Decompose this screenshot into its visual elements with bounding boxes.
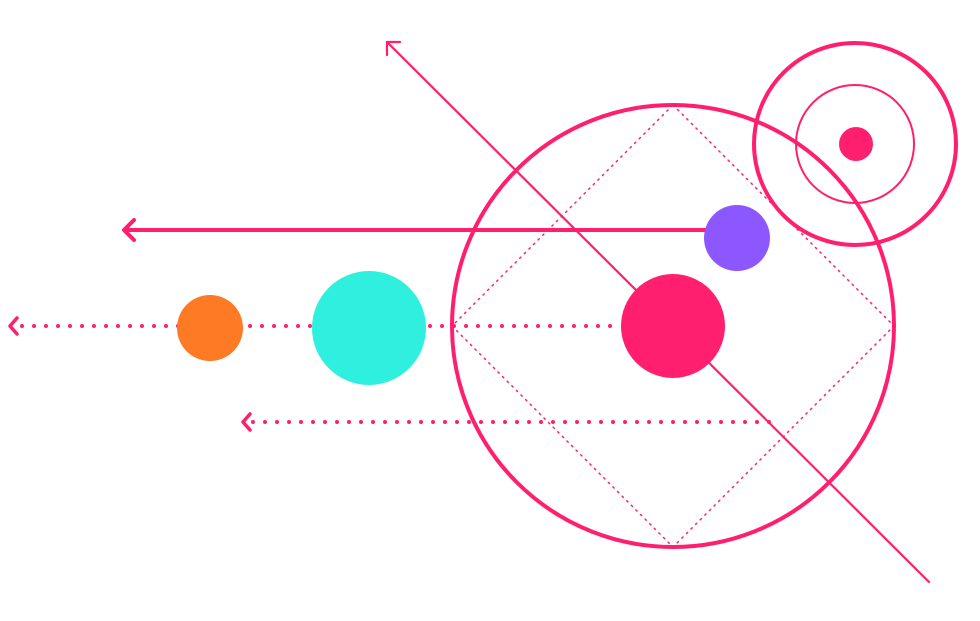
solid-left-arrow (122, 218, 714, 242)
purple-planet (704, 205, 770, 271)
target-orbit-group (752, 41, 958, 247)
pink-planet (621, 274, 725, 378)
inner-target-ring (795, 84, 915, 204)
orange-planet (177, 295, 243, 361)
inscribed-dotted-diamond (450, 103, 896, 549)
outer-target-ring (752, 41, 958, 247)
dotted-left-arrow-middle (8, 316, 617, 336)
chevron-left-arrowhead-icon (8, 316, 19, 336)
cyan-planet (312, 271, 426, 385)
dotted-left-arrow-lower (241, 412, 780, 432)
chevron-left-arrowhead-icon (122, 218, 136, 242)
target-center-dot (839, 127, 873, 161)
chevron-up-left-arrowhead-icon (385, 40, 402, 57)
chevron-left-arrowhead-icon (241, 412, 252, 432)
